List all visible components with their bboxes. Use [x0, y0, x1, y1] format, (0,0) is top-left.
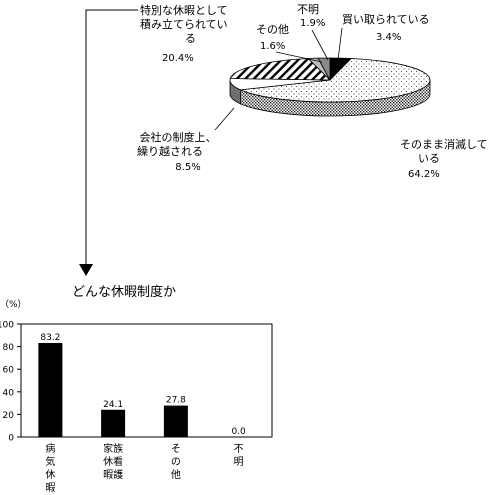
- pie-value-carryover: 8.5%: [175, 162, 200, 173]
- pie-value-other: 1.6%: [260, 41, 285, 52]
- pie-value-unknown: 1.9%: [300, 18, 325, 29]
- bar-value-label-3: 0.0: [231, 427, 246, 437]
- bar-0: [38, 342, 63, 437]
- y-ticks: 0 20 40 60 80 100: [0, 321, 21, 444]
- category-label-2: 他: [171, 468, 181, 481]
- category-label-0: 休: [45, 469, 55, 481]
- pie-label-expired: そのまま消滅している: [400, 137, 488, 165]
- pie-labels: 買い取られている 3.4% そのまま消滅している 64.2% 会社の制度上、繰り…: [137, 3, 488, 180]
- pie-label-unknown: 不明: [297, 3, 319, 16]
- y-tick-label: 40: [3, 388, 15, 398]
- bar-2: [163, 405, 188, 437]
- pie-label-reserved: 特別な休暇として積み立てられている: [140, 3, 228, 45]
- category-label-1: 暇護: [103, 468, 123, 481]
- pie-chart: 買い取られている 3.4% そのまま消滅している 64.2% 会社の制度上、繰り…: [137, 3, 488, 180]
- pie-slice-5: [317, 57, 331, 81]
- bar-chart: どんな休暇制度か （%） 0 20 40 60 80 100 83.2 24.1 27.8 0.…: [0, 284, 273, 494]
- pie-value-reserved: 20.4%: [162, 53, 194, 64]
- category-label-1: 休看: [103, 455, 123, 468]
- y-tick-label: 100: [0, 321, 14, 331]
- pie-label-bought: 買い取られている: [342, 13, 430, 26]
- y-tick-label: 60: [3, 366, 15, 376]
- y-tick-label: 0: [8, 434, 14, 444]
- category-label-2: の: [171, 457, 181, 468]
- bar-chart-title: どんな休暇制度か: [72, 284, 176, 300]
- bar-value-labels: 83.2 24.1 27.8 0.0: [40, 333, 246, 437]
- connector-arrow: [79, 9, 138, 276]
- category-label-2: そ: [171, 443, 181, 455]
- bar-1: [101, 409, 126, 437]
- y-axis-unit: （%）: [0, 299, 27, 310]
- category-label-1: 家族: [103, 442, 123, 455]
- pie-label-carryover: 会社の制度上、繰り越される: [137, 130, 217, 158]
- bar-value-label-1: 24.1: [103, 400, 123, 410]
- category-label-0: 暇: [45, 482, 55, 494]
- y-tick-label: 80: [3, 343, 15, 353]
- pie-label-other: その他: [256, 23, 289, 36]
- category-label-0: 病: [45, 442, 55, 455]
- bars: [38, 342, 188, 437]
- pie-value-expired: 64.2%: [408, 169, 440, 180]
- y-tick-label: 20: [3, 411, 15, 421]
- pie-slice-1: [239, 58, 431, 103]
- pie-tops: [229, 57, 431, 103]
- category-label-0: 気: [45, 455, 55, 468]
- category-label-3: 明: [234, 456, 244, 468]
- category-label-3: 不: [234, 444, 244, 455]
- bar-value-label-0: 83.2: [40, 333, 60, 343]
- pie-value-bought: 3.4%: [376, 32, 401, 43]
- pie-slice-3: [229, 58, 331, 81]
- plot-frame: [20, 323, 273, 438]
- bar-value-label-2: 27.8: [166, 396, 186, 406]
